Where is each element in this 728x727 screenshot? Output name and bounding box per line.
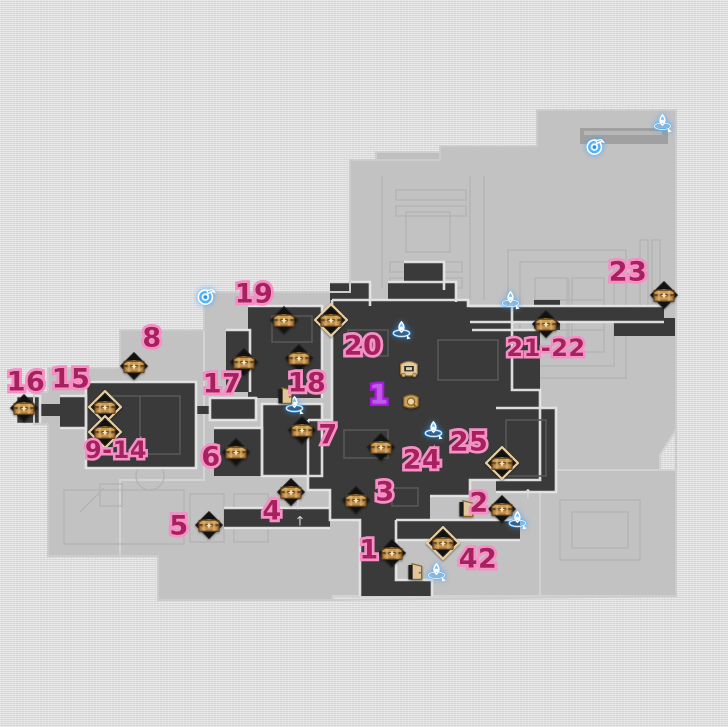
map-label-24: 24	[400, 444, 444, 477]
chest-20-icon[interactable]	[314, 303, 348, 337]
map-label-19: 19	[232, 278, 276, 311]
map-label-8: 8	[140, 322, 164, 355]
spirit-marker-24-icon[interactable]	[421, 417, 447, 443]
map-label-3: 3	[373, 476, 397, 509]
device-marker-top-icon[interactable]	[583, 133, 609, 159]
map-label-9-14: 9-14	[82, 436, 149, 465]
spirit-marker-21-icon[interactable]	[498, 287, 524, 313]
map-label-2: 2	[467, 487, 491, 520]
chest-6-icon[interactable]	[219, 435, 253, 469]
map-detail-light	[63, 128, 668, 561]
chest-17-icon[interactable]	[227, 345, 261, 379]
map-label-20: 20	[341, 330, 385, 363]
stairs-up-icon-2: ↑	[522, 487, 534, 503]
chest-7-icon[interactable]	[285, 413, 319, 447]
chest-42-icon[interactable]	[426, 526, 460, 560]
device-marker-19-icon[interactable]	[194, 283, 220, 309]
map-label-6: 6	[199, 441, 223, 474]
chest-23-icon[interactable]	[647, 278, 681, 312]
map-label-5: 5	[167, 510, 191, 543]
spirit-marker-42-icon[interactable]	[424, 559, 450, 585]
chest-1-icon[interactable]	[375, 536, 409, 570]
chest-19-icon[interactable]	[267, 303, 301, 337]
pouch-icon	[399, 390, 423, 412]
chest-5-icon[interactable]	[192, 508, 226, 542]
map-label-4: 4	[260, 495, 284, 528]
map-label-1: 1	[367, 379, 391, 411]
chest-24-icon[interactable]	[364, 430, 398, 464]
chest-9-14-icon[interactable]	[88, 415, 122, 449]
map-outline	[33, 109, 677, 601]
door-icon-42	[406, 560, 430, 582]
spirit-marker-20-icon[interactable]	[389, 317, 415, 343]
chest-25-icon[interactable]	[485, 446, 519, 480]
door-icon-2	[457, 497, 481, 519]
door-icon-18	[276, 384, 300, 406]
chest-4-icon[interactable]	[274, 475, 308, 509]
chest-2-icon[interactable]	[485, 492, 519, 526]
chest-18-icon[interactable]	[282, 341, 316, 375]
map-label-21-22: 21-22	[504, 334, 588, 363]
chest-8-icon[interactable]	[117, 349, 151, 383]
map-label-17: 17	[200, 368, 244, 401]
stairs-down-icon: ↓	[292, 498, 304, 514]
crate-icon	[397, 358, 421, 380]
chest-15-icon[interactable]	[88, 390, 122, 424]
chest-21-22-icon[interactable]	[529, 307, 563, 341]
spirit-marker-18-icon[interactable]	[282, 392, 308, 418]
map-label-7: 7	[316, 419, 340, 452]
spirit-marker-top-icon[interactable]	[650, 110, 676, 136]
chest-3-icon[interactable]	[339, 483, 373, 517]
map-label-18: 18	[285, 367, 329, 400]
spirit-marker-2-icon[interactable]	[505, 507, 531, 533]
stairs-up-icon: ↑	[294, 514, 306, 530]
map-label-15: 15	[49, 363, 93, 396]
chest-16-icon[interactable]	[7, 391, 41, 425]
map-label-25: 25	[447, 426, 491, 459]
map-label-42: 42	[456, 543, 500, 576]
map-label-16: 16	[4, 366, 48, 399]
map-label-23: 23	[606, 256, 650, 289]
map-label-1: 1	[357, 534, 381, 567]
